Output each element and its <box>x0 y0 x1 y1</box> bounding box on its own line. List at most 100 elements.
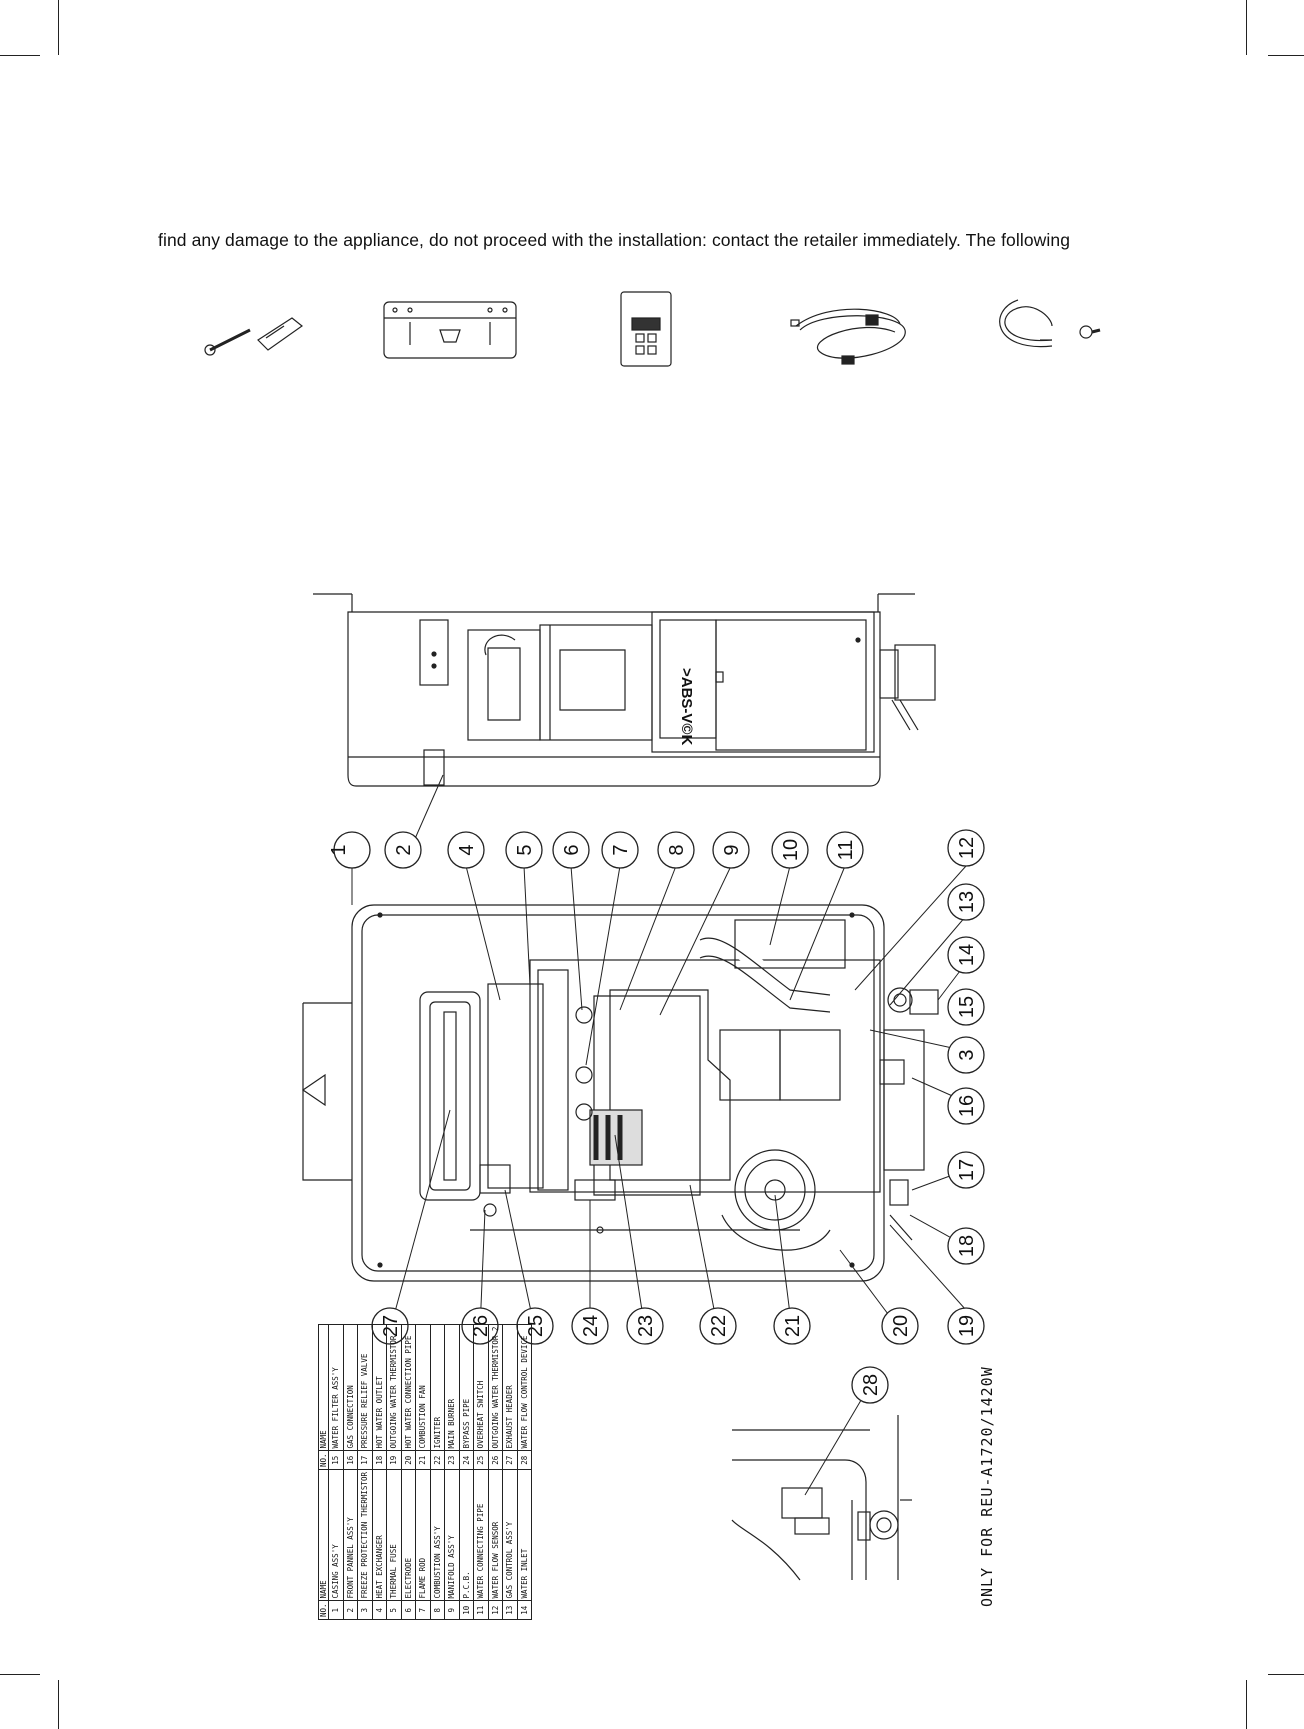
callout-14: 14 <box>947 936 985 974</box>
part-number: 24 <box>459 1450 474 1470</box>
svg-text:17: 17 <box>956 1159 978 1181</box>
svg-text:10: 10 <box>780 839 802 861</box>
svg-text:24: 24 <box>580 1315 602 1337</box>
callout-20: 20 <box>881 1307 919 1345</box>
front-view-drawing <box>301 904 939 1282</box>
part-number: 23 <box>444 1450 459 1470</box>
header-no: NO. <box>318 1600 329 1620</box>
part-number: 1 <box>328 1600 343 1620</box>
part-name: ELECTRODE <box>401 1469 416 1601</box>
part-name: HOT WATER OUTLET <box>372 1324 387 1451</box>
part-name: WATER FLOW SENSOR <box>488 1469 503 1601</box>
callout-8: 8 <box>657 831 695 869</box>
crop-mark <box>1246 1680 1247 1729</box>
callout-21: 21 <box>773 1307 811 1345</box>
part-name: FRONT PANNEL ASS'Y <box>343 1469 358 1601</box>
part-number: 14 <box>517 1600 532 1620</box>
part-name: HEAT EXCHANGER <box>372 1469 387 1601</box>
svg-text:19: 19 <box>956 1315 978 1337</box>
svg-text:11: 11 <box>835 840 857 861</box>
part-number: 21 <box>415 1450 430 1470</box>
part-name: OUTGOING WATER THERMISTOR <box>386 1324 401 1451</box>
part-number: 22 <box>430 1450 445 1470</box>
svg-text:8: 8 <box>666 844 688 855</box>
part-number: 11 <box>473 1600 488 1620</box>
part-number: 28 <box>517 1450 532 1470</box>
part-name: MANIFOLD ASS'Y <box>444 1469 459 1601</box>
part-name: THERMAL FUSE <box>386 1469 401 1601</box>
part-number: 25 <box>473 1450 488 1470</box>
svg-text:1: 1 <box>328 844 350 855</box>
svg-text:14: 14 <box>956 944 978 966</box>
callout-23: 23 <box>626 1307 664 1345</box>
svg-text:12: 12 <box>956 837 978 859</box>
callout-15: 15 <box>947 988 985 1026</box>
svg-text:21: 21 <box>782 1315 804 1337</box>
svg-text:26: 26 <box>470 1315 492 1337</box>
crop-mark <box>58 0 59 55</box>
header-no: NO. <box>318 1450 329 1470</box>
callout-17: 17 <box>947 1151 985 1189</box>
part-number: 3 <box>357 1600 372 1620</box>
svg-text:13: 13 <box>956 891 978 913</box>
callout-3: 3 <box>947 1036 985 1074</box>
part-number: 5 <box>386 1600 401 1620</box>
screw-and-anchor-icon <box>204 317 303 356</box>
parts-table-header: NO. NAME NO. NAME <box>318 1324 329 1620</box>
callout-6: 6 <box>552 831 590 869</box>
part-name: OVERHEAT SWITCH <box>473 1324 488 1451</box>
callout-12: 12 <box>947 829 985 867</box>
crop-mark <box>1246 0 1247 55</box>
svg-text:6: 6 <box>561 844 583 855</box>
header-name: NAME <box>318 1324 329 1451</box>
leader-lines <box>351 774 967 1496</box>
header-name: NAME <box>318 1469 329 1601</box>
callout-28: 28 <box>851 1366 889 1404</box>
controller-cable-icon <box>790 308 906 365</box>
part-name: WATER INLET <box>517 1469 532 1601</box>
svg-text:7: 7 <box>610 844 632 855</box>
callout-1: 1 <box>328 831 371 869</box>
part-number: 6 <box>401 1600 416 1620</box>
part-name: EXHAUST HEADER <box>502 1324 517 1451</box>
callout-5: 5 <box>505 831 543 869</box>
detail-inset-drawing <box>731 1415 912 1581</box>
crop-mark <box>1268 1674 1304 1675</box>
svg-text:2: 2 <box>393 844 415 855</box>
callout-4: 4 <box>447 831 485 869</box>
part-number: 20 <box>401 1450 416 1470</box>
pipe-clamp-and-screw-icon <box>999 299 1101 348</box>
part-name: WATER FLOW CONTROL DEVICE <box>517 1324 532 1451</box>
part-number: 4 <box>372 1600 387 1620</box>
top-view-badge: >ABS-V©K <box>678 668 695 745</box>
wall-bracket-icon <box>383 301 517 359</box>
callout-16: 16 <box>947 1087 985 1125</box>
part-number: 10 <box>459 1600 474 1620</box>
svg-text:22: 22 <box>708 1315 730 1337</box>
part-name: GAS CONNECTION <box>343 1324 358 1451</box>
crop-mark <box>58 1680 59 1729</box>
part-name: BYPASS PIPE <box>459 1324 474 1451</box>
intro-text: find any damage to the appliance, do not… <box>158 230 1071 250</box>
crop-mark <box>0 55 40 56</box>
part-name: WATER CONNECTING PIPE <box>473 1469 488 1601</box>
part-number: 13 <box>502 1600 517 1620</box>
callout-18: 18 <box>947 1227 985 1265</box>
part-number: 17 <box>357 1450 372 1470</box>
top-view-drawing: >ABS-V©K <box>313 593 936 787</box>
svg-text:20: 20 <box>890 1315 912 1337</box>
part-number: 15 <box>328 1450 343 1470</box>
callout-2: 2 <box>384 831 422 869</box>
callout-24: 24 <box>571 1307 609 1345</box>
